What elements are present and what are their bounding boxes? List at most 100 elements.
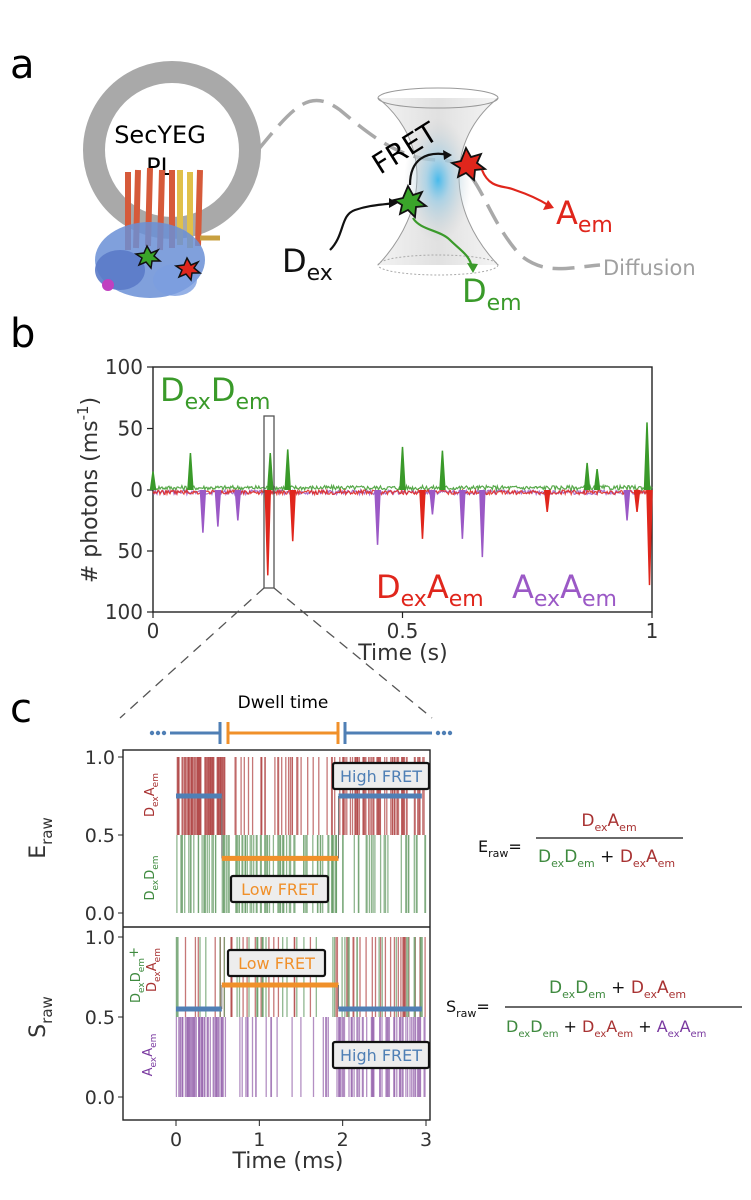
dex-label: Dex xyxy=(282,242,333,286)
spike-DexDem xyxy=(187,453,194,491)
spike-DexDem xyxy=(643,422,651,491)
panel-a-label: a xyxy=(10,42,35,88)
dex-arrow-head xyxy=(389,198,398,208)
spike-DexAem xyxy=(646,489,653,586)
x-tick-label: 0 xyxy=(170,1129,182,1151)
spike-DexAem xyxy=(419,489,426,539)
spike-DexAem xyxy=(543,489,551,513)
fret-arrow xyxy=(408,152,451,186)
svg-text:Eraw=: Eraw= xyxy=(478,837,522,860)
zoom-line-left xyxy=(119,587,265,719)
diffusion-label: Diffusion xyxy=(603,256,696,280)
spike-AexAem xyxy=(374,489,381,545)
spike-DexDem xyxy=(593,469,601,491)
spike-DexDem xyxy=(284,449,291,491)
label-dexdem-top: DexDem xyxy=(143,855,161,900)
confocal-volume xyxy=(377,87,499,276)
panel-b-xlabel: Time (s) xyxy=(357,641,447,666)
acceptor-star-icon xyxy=(449,145,488,182)
spike-DexDem xyxy=(439,450,446,491)
fret-arrow-head xyxy=(443,150,452,160)
donor-star-icon xyxy=(391,183,429,219)
x-tick-label: 0 xyxy=(147,619,160,643)
x-tick-label: 0.5 xyxy=(387,619,419,643)
aem-arrow-head xyxy=(543,200,554,210)
spike-AexAem xyxy=(623,489,631,521)
y-tick-label: 0.0 xyxy=(85,903,115,925)
spike-AexAem xyxy=(479,489,486,558)
low-fret-label-top: Low FRET xyxy=(241,880,318,899)
panel-c-xlabel: Time (ms) xyxy=(232,1149,344,1174)
high-fret-label-top-box xyxy=(331,761,431,791)
dwell-time-label: Dwell time xyxy=(238,693,329,713)
svg-text:DexAem: DexAem xyxy=(581,811,636,834)
low-fret-label-bottom: Low FRET xyxy=(238,954,315,973)
aem-label: Aem xyxy=(556,194,613,238)
spike-AexAem xyxy=(214,489,222,527)
eraw-equation: Eraw= DexAem DexDem + DexAem xyxy=(478,811,683,870)
dem-arrow-head xyxy=(467,263,478,273)
panel-b-label: b xyxy=(10,311,35,357)
y-tick-label: 1.0 xyxy=(85,747,115,769)
panel-b-legend-aexaem: AexAem xyxy=(512,568,617,612)
spike-DexAem xyxy=(264,489,272,576)
svg-text:DexDem + DexAem: DexDem + DexAem xyxy=(549,978,686,1001)
label-aexaem-bottom: AexAem xyxy=(141,1034,159,1077)
spike-DexDem xyxy=(149,471,157,491)
x-tick-label: 1 xyxy=(253,1129,265,1151)
high-fret-label-bottom: High FRET xyxy=(340,1046,422,1065)
x-tick-label: 2 xyxy=(337,1129,349,1151)
secyeg-protein-image xyxy=(95,167,220,298)
label-dexaem-top: DexAem xyxy=(143,773,161,817)
panel-b-legend-dexdem: DexDem xyxy=(160,371,270,415)
y-tick-label: 0 xyxy=(130,478,143,502)
zoom-line-right xyxy=(273,587,433,719)
label-dexdem-bottom: DexDem+ xyxy=(127,947,147,1003)
panel-c-label: c xyxy=(10,686,32,732)
x-tick-label: 1 xyxy=(646,619,659,643)
y-tick-label: 0.5 xyxy=(85,825,115,847)
vesicle-label-secyeg: SecYEG xyxy=(114,121,206,149)
svg-text:DexDem + DexAem: DexDem + DexAem xyxy=(538,847,675,870)
dem-arrow xyxy=(412,217,474,269)
dem-label: Dem xyxy=(462,272,522,316)
y-tick-label: 50 xyxy=(118,417,143,441)
y-tick-label: 50 xyxy=(118,539,143,563)
low-fret-label-top-box xyxy=(229,874,330,904)
spike-AexAem xyxy=(459,489,466,539)
dwell-time-bar xyxy=(149,722,453,744)
spike-DexAem xyxy=(289,489,296,542)
diffusion-path xyxy=(256,98,601,271)
spike-AexAem xyxy=(429,489,436,515)
panel-b-legend-dexaem: DexAem xyxy=(376,568,484,612)
spike-AexAem xyxy=(199,489,207,533)
dex-arrow xyxy=(329,201,396,251)
eraw-axis-label: Eraw xyxy=(26,817,56,859)
svg-text:Sraw=: Sraw= xyxy=(446,997,490,1020)
y-tick-label: 100 xyxy=(105,355,143,379)
y-tick-label: 100 xyxy=(105,600,143,624)
y-tick-label: 0.0 xyxy=(85,1087,115,1109)
aem-arrow xyxy=(480,169,549,206)
sraw-axis-label: Sraw xyxy=(26,996,56,1038)
high-fret-label-bottom-box xyxy=(331,1040,431,1070)
zoom-box xyxy=(263,415,275,589)
panel-b-ylabel: # photons (ms-1) xyxy=(74,397,103,583)
spike-DexDem xyxy=(583,462,591,491)
panel-c-frame xyxy=(122,749,431,1121)
spike-DexDem xyxy=(399,446,406,491)
low-fret-label-bottom-box xyxy=(226,948,327,978)
y-tick-label: 0.5 xyxy=(85,1007,115,1029)
spike-AexAem xyxy=(234,489,242,521)
svg-text:DexDem + DexAem + AexAem: DexDem + DexAem + AexAem xyxy=(506,1017,706,1040)
sraw-equation: Sraw= DexDem + DexAem DexDem + DexAem + … xyxy=(446,978,742,1040)
high-fret-label-top: High FRET xyxy=(340,767,422,786)
y-tick-label: 1.0 xyxy=(85,927,115,949)
spike-DexDem xyxy=(267,453,274,491)
x-tick-label: 3 xyxy=(420,1129,432,1151)
label-dexaem-bottom: DexAem xyxy=(145,948,163,992)
spike-DexAem xyxy=(633,489,641,513)
